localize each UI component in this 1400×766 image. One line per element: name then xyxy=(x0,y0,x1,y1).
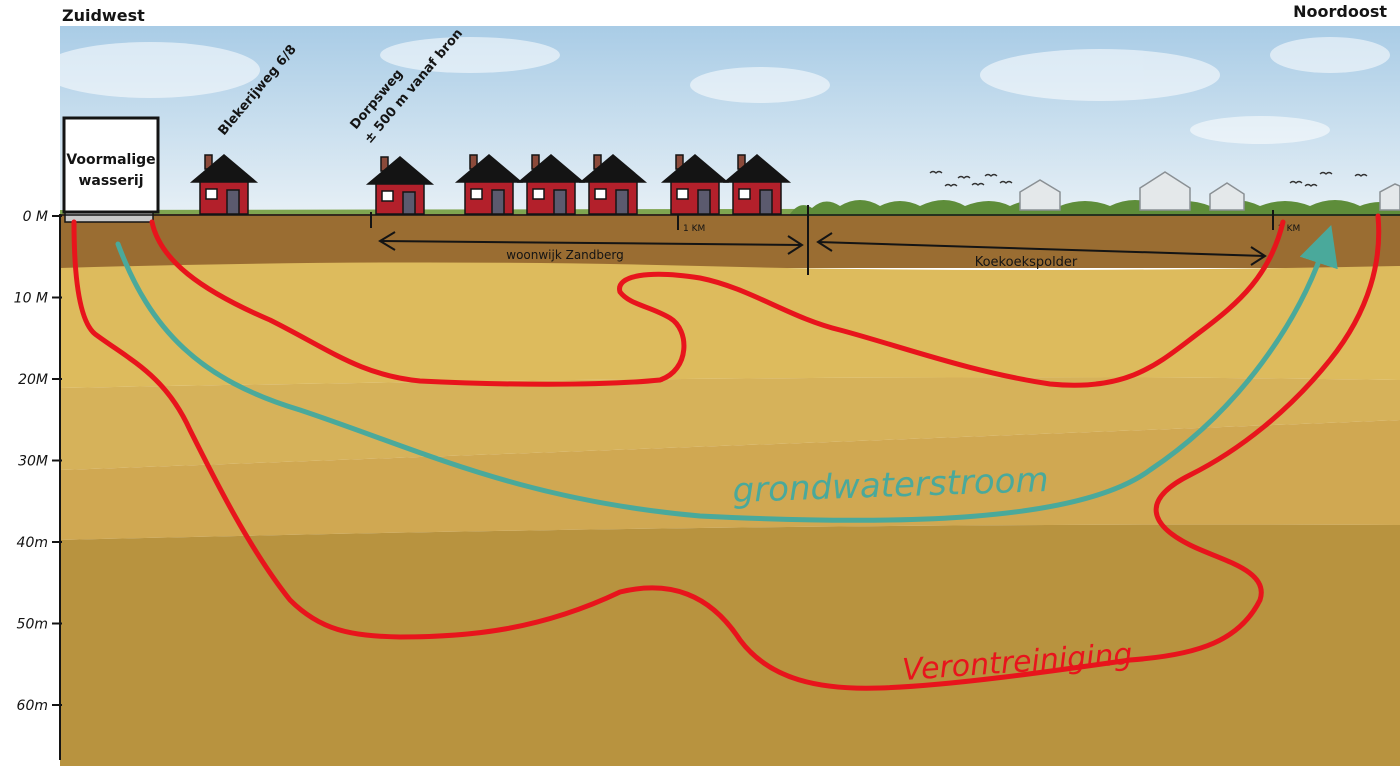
distance-marker-2km: 2 KM xyxy=(1278,224,1300,234)
soil-layer-4 xyxy=(60,420,1400,540)
soil-layer-5 xyxy=(60,524,1400,766)
polder-crops xyxy=(790,200,1400,216)
area-label-zandberg: woonwijk Zandberg xyxy=(506,248,624,262)
source-building: Voormalige wasserij xyxy=(62,116,160,223)
depth-tick-label: 30M xyxy=(18,454,48,470)
area-label-koekoekspolder: Koekoekspolder xyxy=(975,255,1078,270)
birds xyxy=(929,170,1368,187)
houses xyxy=(189,154,792,215)
sky xyxy=(60,26,1400,216)
greenhouses xyxy=(1019,171,1400,211)
depth-tick-label: 10 M xyxy=(14,291,48,307)
house xyxy=(516,154,586,215)
source-label-line2: wasserij xyxy=(78,173,143,189)
distance-markers xyxy=(370,205,1274,275)
depth-tick-label: 20M xyxy=(18,372,48,388)
house xyxy=(660,154,730,215)
depth-tick-label: 50m xyxy=(17,617,48,633)
house xyxy=(189,154,259,215)
pollution-plume-deep xyxy=(71,213,1382,691)
soil-layer-3 xyxy=(60,377,1400,470)
depth-ticks: 0 M 10 M 20M 30M 40m 50m 60m xyxy=(14,209,62,714)
pollution-plume-shallow xyxy=(149,219,1286,388)
house xyxy=(722,154,792,215)
area-arrows xyxy=(378,231,1267,266)
soil-layer-1 xyxy=(60,214,1400,268)
house xyxy=(365,156,435,215)
groundwater-flow-arrow xyxy=(115,225,1338,523)
source-label-line1: Voormalige xyxy=(66,152,155,168)
soil-layer-2 xyxy=(60,262,1400,388)
soil-layers xyxy=(60,214,1400,766)
direction-northeast: Noordoost xyxy=(1293,2,1387,21)
depth-tick-label: 40m xyxy=(17,535,48,551)
direction-southwest: Zuidwest xyxy=(62,6,145,25)
clouds xyxy=(40,37,1390,144)
pollution-plume xyxy=(71,213,1382,691)
depth-tick-label: 0 M xyxy=(23,209,48,225)
depth-tick-label: 60m xyxy=(17,698,48,714)
house xyxy=(578,154,648,215)
house xyxy=(454,154,524,215)
distance-marker-1km: 1 KM xyxy=(683,224,705,234)
